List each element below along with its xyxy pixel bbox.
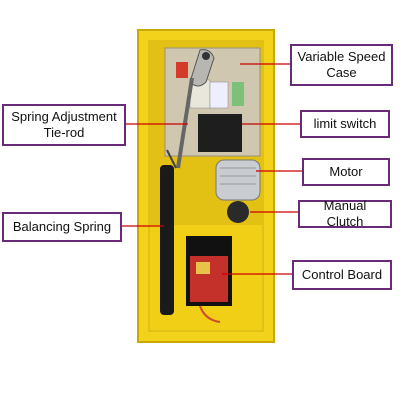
info-sticker xyxy=(209,81,229,109)
red-sticker xyxy=(176,62,188,78)
label-spring-adjustment-tie-rod: Spring Adjustment Tie-rod xyxy=(2,104,126,146)
limit-switch-box xyxy=(198,114,242,152)
wire-bundle xyxy=(199,305,221,323)
green-sticker xyxy=(232,82,244,106)
motor-body xyxy=(215,159,261,201)
label-limit-switch: limit switch xyxy=(300,110,390,138)
pointer-lines xyxy=(116,63,302,275)
label-motor: Motor xyxy=(302,158,390,186)
label-control-board: Control Board xyxy=(292,260,392,290)
crank-pivot xyxy=(202,52,210,60)
transformer xyxy=(196,262,210,274)
clutch-wheel xyxy=(227,201,249,223)
spring-hook xyxy=(166,149,177,169)
label-manual-clutch: Manual Clutch xyxy=(298,198,392,229)
label-variable-speed-case: Variable Speed Case xyxy=(290,44,393,86)
spring-coil xyxy=(160,165,174,315)
tie-rod xyxy=(176,77,194,169)
label-balancing-spring: Balancing Spring xyxy=(2,212,122,242)
